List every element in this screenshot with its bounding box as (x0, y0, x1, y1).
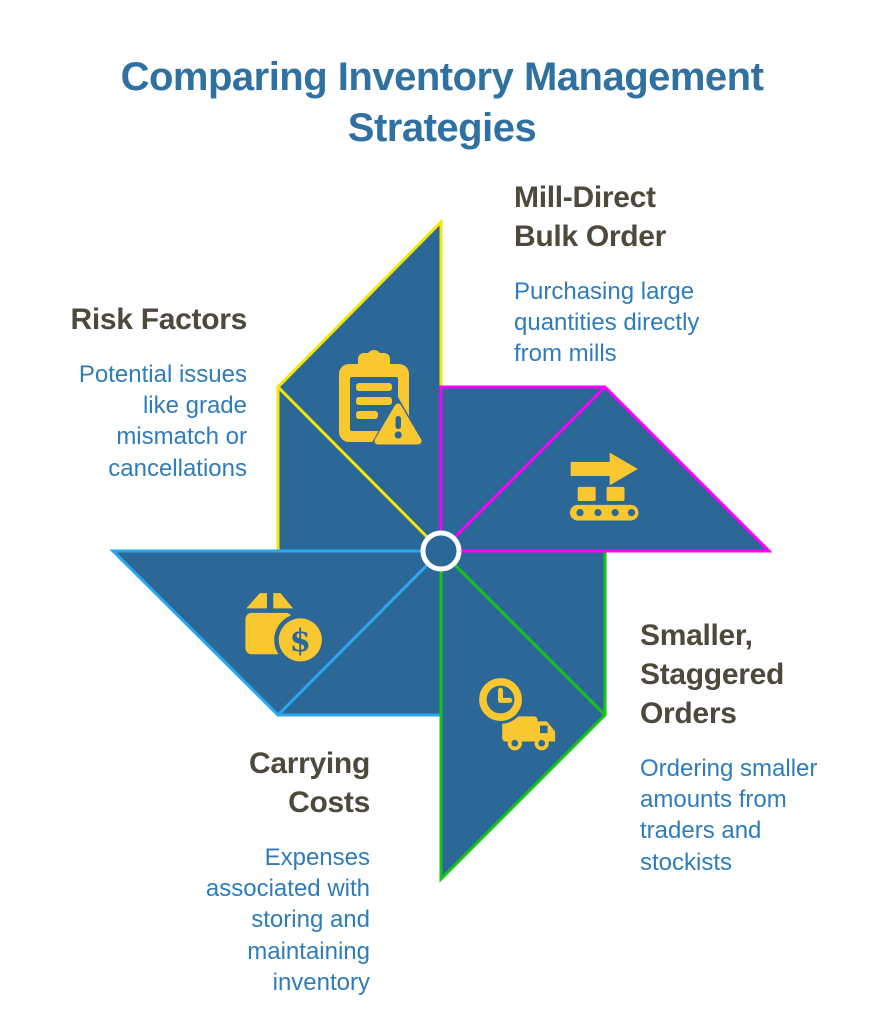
section-staggered-orders-heading: Smaller, Staggered Orders (640, 619, 785, 730)
clipboard-warning-icon (339, 350, 425, 446)
dollar-symbol: $ (290, 623, 311, 659)
section-risk-factors-body: Potential issues like grade mismatch or … (78, 361, 247, 482)
section-staggered-orders-body: Ordering smaller amounts from traders an… (640, 755, 818, 876)
blade-staggered-orders-diagonal (439, 549, 607, 717)
section-carrying-costs-body: Expenses associated with storing and mai… (205, 844, 370, 996)
section-risk-factors-heading: Risk Factors (70, 303, 248, 336)
section-risk-factors: Risk Factors Potential issues like grade… (70, 300, 248, 484)
page-title: Comparing Inventory Management Strategie… (120, 55, 764, 150)
pinwheel-hub (420, 530, 462, 572)
package-dollar-icon: $ (245, 593, 327, 666)
blade-mill-direct-diagonal (439, 385, 607, 553)
section-carrying-costs: Carrying Costs Expenses associated with … (206, 744, 370, 998)
blade-risk-factors-diagonal (276, 385, 443, 553)
section-carrying-costs-heading: Carrying Costs (249, 747, 370, 819)
section-mill-direct-body: Purchasing large quantities directly fro… (514, 278, 700, 368)
conveyor-arrow-icon (569, 452, 639, 521)
section-mill-direct-heading: Mill-Direct Bulk Order (514, 181, 667, 253)
section-mill-direct: Mill-Direct Bulk Order Purchasing large … (514, 178, 699, 370)
blade-carrying-costs-diagonal (276, 549, 443, 717)
section-staggered-orders: Smaller, Staggered Orders Ordering small… (640, 616, 817, 878)
truck-clock-icon (477, 676, 556, 751)
